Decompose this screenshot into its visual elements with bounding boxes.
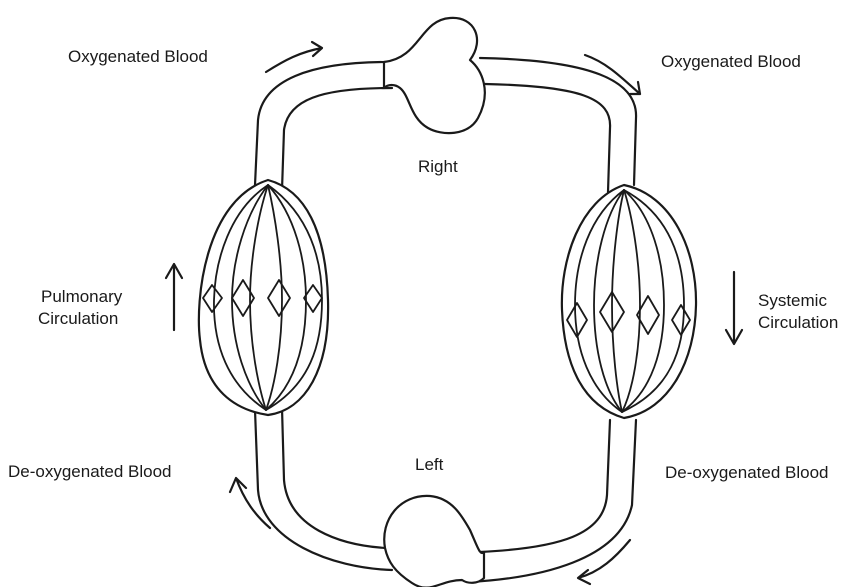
arrow-pulmonary-up-icon [166,264,182,330]
label-pulmonary-line1: Pulmonary [41,287,123,306]
systemic-capillary-bed [562,185,696,418]
label-systemic-line1: Systemic [758,291,827,310]
label-left-heart: Left [415,455,444,474]
arrow-systemic-down-icon [726,272,742,344]
label-pulmonary-line2: Circulation [38,309,118,328]
arrow-top-left-icon [266,42,322,72]
pulmonary-capillary-bed [199,180,328,415]
label-systemic-line2: Circulation [758,313,838,332]
right-heart-chamber [384,18,485,133]
arrow-bottom-left-icon [230,478,270,528]
label-right-heart: Right [418,157,458,176]
left-heart-chamber [384,496,484,587]
label-deoxygenated-blood-left: De-oxygenated Blood [8,462,172,481]
label-oxygenated-blood-right: Oxygenated Blood [661,52,801,71]
label-deoxygenated-blood-right: De-oxygenated Blood [665,463,829,482]
arrow-top-right-icon [585,55,640,94]
label-oxygenated-blood-left: Oxygenated Blood [68,47,208,66]
